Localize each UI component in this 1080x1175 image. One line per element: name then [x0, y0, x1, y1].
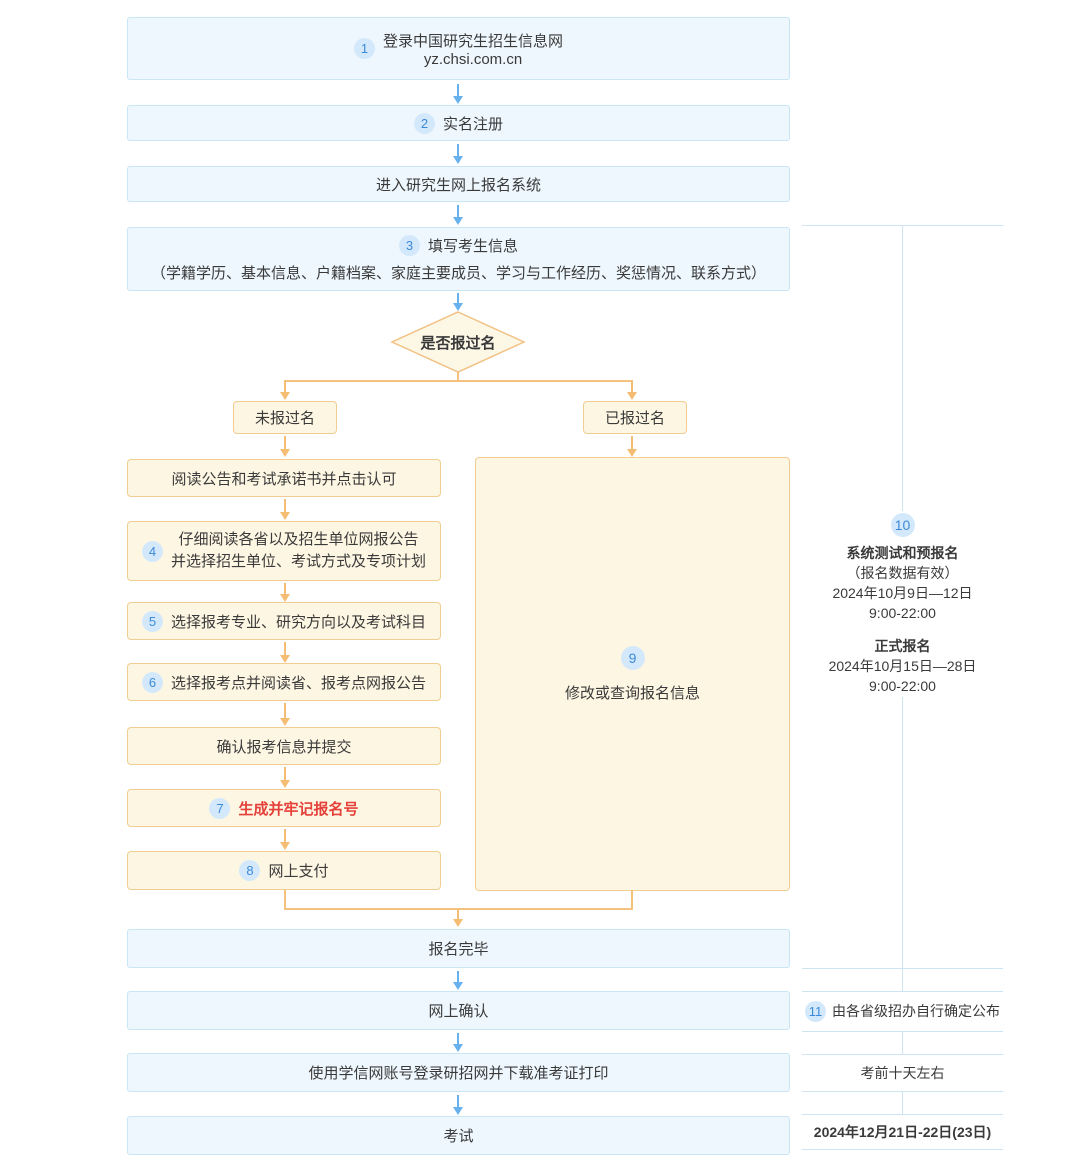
arrow-down-icon: [452, 144, 463, 164]
remember-number-label: 生成并牢记报名号: [238, 800, 359, 818]
timeline-line: [902, 1091, 903, 1114]
step-badge-7: 7: [209, 797, 231, 819]
arrow-down-icon: [626, 381, 637, 400]
arrow-down-icon: [452, 84, 463, 104]
flow-box-choose-unit: 4 仔细阅读各省以及招生单位网报公告 并选择招生单位、考试方式及专项计划: [127, 521, 441, 581]
timeline-line: [802, 1149, 1003, 1150]
pay-online-label: 网上支付: [268, 863, 329, 880]
connector-line: [284, 380, 633, 382]
pre-registration-title: 系统测试和预报名: [846, 545, 959, 561]
timeline-step10: 10 系统测试和预报名 （报名数据有效） 2024年10月9日—12日 9:00…: [802, 513, 1003, 696]
step-badge-10: 10: [890, 513, 915, 537]
online-confirm-label: 网上确认: [428, 1003, 489, 1020]
connector-line: [457, 372, 459, 381]
login-url: yz.chsi.com.cn: [423, 50, 523, 68]
read-notice-label: 阅读公告和考试承诺书并点击认可: [171, 470, 397, 488]
decision-label-wrap: 是否报过名: [390, 311, 526, 373]
arrow-down-icon: [279, 642, 290, 663]
pre-registration-date: 2024年10月9日—12日: [832, 585, 973, 601]
flow-box-choose-major: 5 选择报考专业、研究方向以及考试科目: [127, 602, 441, 640]
flow-box-online-confirm: 网上确认: [127, 991, 790, 1030]
timeline-line: [802, 1114, 1003, 1115]
step-badge-5: 5: [141, 610, 163, 632]
fill-info-label: 填写考生信息: [427, 238, 518, 255]
step-badge-6: 6: [141, 671, 163, 693]
arrow-down-icon: [279, 381, 290, 400]
ticket-note-label: 考前十天左右: [860, 1064, 945, 1081]
flow-box-finish: 报名完毕: [127, 929, 790, 968]
step-badge-2: 2: [413, 112, 435, 134]
flow-box-pay-online: 8 网上支付: [127, 851, 441, 890]
choose-site-label: 选择报考点并阅读省、报考点网报公告: [170, 674, 426, 692]
step-badge-11: 11: [805, 1000, 826, 1022]
timeline-line: [802, 991, 1003, 992]
login-title: 登录中国研究生招生信息网: [382, 32, 563, 50]
arrow-down-icon: [452, 205, 463, 225]
branch-label-not-registered: 未报过名: [233, 401, 337, 434]
download-ticket-label: 使用学信网账号登录研招网并下载准考证打印: [308, 1065, 609, 1082]
timeline-line: [802, 1054, 1003, 1055]
register-label: 实名注册: [442, 115, 503, 133]
flow-box-login: 1 登录中国研究生招生信息网 yz.chsi.com.cn: [127, 17, 790, 80]
modify-query-label: 修改或查询报名信息: [564, 684, 700, 702]
finish-label: 报名完毕: [428, 941, 489, 958]
arrow-down-icon: [279, 767, 290, 788]
arrow-down-icon: [279, 499, 290, 520]
exam-label: 考试: [443, 1128, 474, 1145]
timeline-line: [902, 1031, 903, 1054]
arrow-down-icon: [279, 436, 290, 457]
connector-line: [284, 890, 286, 909]
formal-registration-title: 正式报名: [874, 638, 931, 654]
arrow-down-icon: [452, 909, 463, 927]
branch-yes-label: 已报过名: [604, 410, 665, 427]
choose-major-label: 选择报考专业、研究方向以及考试科目: [170, 613, 426, 631]
fill-info-detail: （学籍学历、基本信息、户籍档案、家庭主要成员、学习与工作经历、奖惩情况、联系方式…: [150, 265, 766, 282]
branch-label-registered: 已报过名: [583, 401, 687, 434]
arrow-down-icon: [279, 829, 290, 850]
flow-box-exam: 考试: [127, 1116, 790, 1155]
exam-date-label: 2024年12月21日-22日(23日): [813, 1123, 992, 1140]
timeline-step11: 11 由各省级招办自行确定公布: [802, 991, 1003, 1031]
arrow-down-icon: [279, 583, 290, 602]
timeline-line: [902, 225, 903, 511]
formal-registration-date: 2024年10月15日—28日: [828, 658, 977, 674]
flow-box-register: 2 实名注册: [127, 105, 790, 141]
step-badge-1: 1: [353, 38, 375, 59]
flow-box-modify-query: 9 修改或查询报名信息: [475, 457, 790, 891]
step-badge-4: 4: [141, 540, 163, 562]
flow-box-remember-number: 7 生成并牢记报名号: [127, 789, 441, 827]
timeline-ticket-note: 考前十天左右: [802, 1054, 1003, 1091]
pre-registration-time: 9:00-22:00: [869, 605, 936, 621]
arrow-down-icon: [452, 1033, 463, 1052]
arrow-down-icon: [452, 1095, 463, 1115]
flow-box-fill-info: 3 填写考生信息 （学籍学历、基本信息、户籍档案、家庭主要成员、学习与工作经历、…: [127, 227, 790, 291]
timeline-exam-date: 2024年12月21日-22日(23日): [802, 1114, 1003, 1149]
arrow-down-icon: [452, 971, 463, 990]
province-announce-label: 由各省级招办自行确定公布: [832, 1003, 1000, 1019]
flow-box-enter-system: 进入研究生网上报名系统: [127, 166, 790, 202]
confirm-submit-label: 确认报考信息并提交: [216, 738, 352, 756]
connector-line: [631, 890, 633, 909]
formal-registration-time: 9:00-22:00: [869, 678, 936, 694]
pre-registration-note: （报名数据有效）: [846, 565, 959, 581]
step-badge-9: 9: [620, 645, 645, 670]
enter-system-label: 进入研究生网上报名系统: [375, 176, 541, 194]
flow-box-confirm-submit: 确认报考信息并提交: [127, 727, 441, 765]
branch-no-label: 未报过名: [254, 410, 315, 427]
timeline-line: [902, 968, 903, 991]
step-badge-3: 3: [398, 235, 420, 256]
choose-unit-line1: 仔细阅读各省以及招生单位网报公告: [178, 531, 419, 548]
arrow-down-icon: [626, 436, 637, 457]
choose-unit-line2: 并选择招生单位、考试方式及专项计划: [170, 553, 426, 570]
flow-box-download-ticket: 使用学信网账号登录研招网并下载准考证打印: [127, 1053, 790, 1092]
flow-box-read-notice: 阅读公告和考试承诺书并点击认可: [127, 459, 441, 497]
flow-box-choose-site: 6 选择报考点并阅读省、报考点网报公告: [127, 663, 441, 701]
step-badge-8: 8: [239, 860, 261, 881]
arrow-down-icon: [279, 703, 290, 726]
decision-label: 是否报过名: [420, 334, 496, 352]
timeline-line: [902, 697, 903, 968]
arrow-down-icon: [452, 293, 463, 311]
